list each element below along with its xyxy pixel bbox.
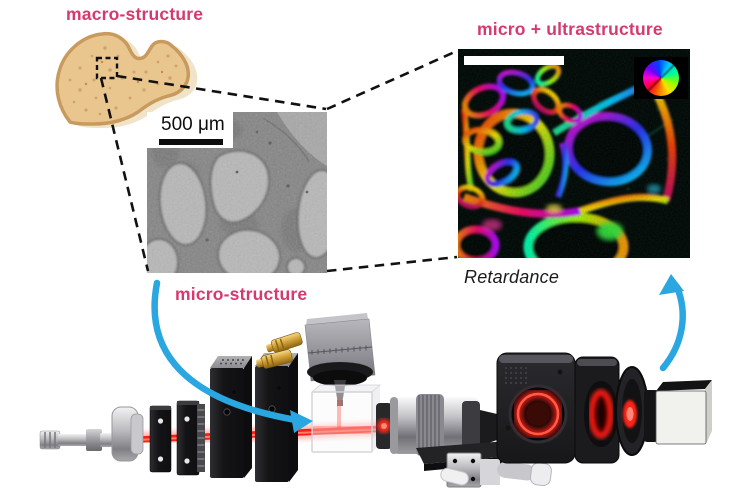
tube-lens [376, 394, 497, 456]
optical-setup [39, 313, 712, 488]
analyzer-mount-2 [574, 356, 620, 464]
retardance-label: Retardance [464, 267, 560, 287]
scale-bar-label: 500 μm [161, 114, 225, 135]
analyzer-mount-1 [496, 352, 576, 464]
scale-bar [159, 139, 223, 145]
color-wheel-icon [643, 60, 679, 96]
retardance-panel [458, 49, 690, 258]
polarizer-mount [149, 405, 172, 473]
motorized-mount-1 [210, 356, 252, 478]
fiber-connector [39, 429, 116, 451]
sample-cuvette [310, 384, 382, 453]
motorized-mount-2 [255, 353, 298, 482]
micrograph-panel: 500 μm [147, 112, 327, 273]
scale-bar-box: 500 μm [147, 112, 233, 148]
macro-structure-label: macro-structure [66, 4, 204, 24]
fiber-collimator [111, 406, 144, 462]
micro-ultrastructure-label: micro + ultrastructure [477, 19, 663, 39]
micrometer-knob [497, 461, 552, 487]
focused-beam [337, 398, 341, 428]
lens-tube-ring [615, 366, 649, 456]
rotation-dial-mount [176, 400, 205, 476]
color-wheel-box [634, 57, 688, 99]
camera [644, 380, 712, 445]
retardance-scale-bar [464, 56, 564, 65]
